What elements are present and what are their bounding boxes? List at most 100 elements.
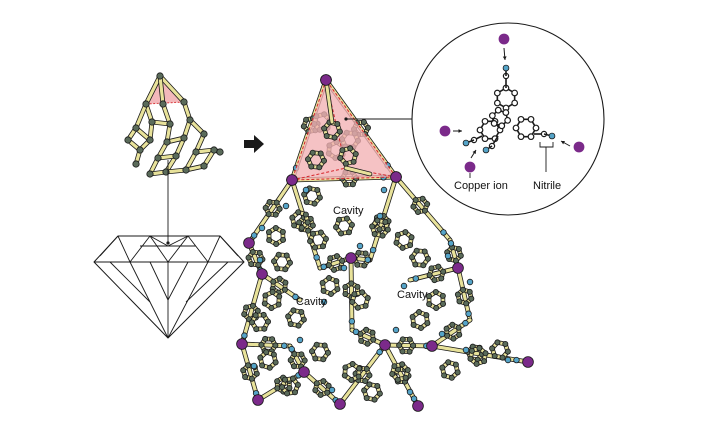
carbon-atom bbox=[343, 291, 348, 296]
carbon-atom bbox=[296, 210, 301, 215]
carbon-atom bbox=[457, 332, 462, 337]
carbon-atom bbox=[273, 360, 278, 365]
carbon-atom bbox=[350, 299, 355, 304]
carbon-atom bbox=[433, 289, 438, 294]
carbon-atom bbox=[505, 118, 511, 124]
carbon-atom bbox=[301, 317, 306, 322]
carbon-atom bbox=[411, 322, 416, 327]
carbon-atom bbox=[263, 205, 268, 210]
carbon-atom bbox=[446, 360, 451, 365]
lattice-atom bbox=[160, 101, 166, 107]
carbon-atom bbox=[432, 278, 437, 283]
carbon-atom bbox=[518, 134, 524, 140]
carbon-atom bbox=[292, 352, 297, 357]
carbon-atom bbox=[287, 260, 292, 265]
carbon-atom bbox=[279, 385, 284, 390]
nitrogen-atom bbox=[259, 225, 265, 231]
carbon-atom bbox=[283, 280, 288, 285]
carbon-atom bbox=[367, 382, 372, 387]
nitrogen-atom bbox=[407, 389, 413, 395]
carbon-atom bbox=[482, 359, 487, 364]
lattice-atom bbox=[137, 147, 143, 153]
lattice-atom bbox=[217, 149, 223, 155]
carbon-atom bbox=[356, 374, 361, 379]
carbon-atom bbox=[416, 309, 421, 314]
carbon-atom bbox=[286, 314, 291, 319]
carbon-atom bbox=[491, 121, 497, 127]
copper-atom bbox=[413, 401, 424, 412]
lattice-atom bbox=[193, 149, 199, 155]
nitrogen-atom bbox=[281, 343, 287, 349]
carbon-atom bbox=[303, 212, 308, 217]
carbon-atom bbox=[410, 314, 415, 319]
carbon-atom bbox=[364, 366, 369, 371]
nitrogen-atom bbox=[303, 187, 309, 193]
carbon-atom bbox=[456, 246, 461, 251]
copper-atom bbox=[453, 263, 464, 274]
carbon-atom bbox=[321, 288, 326, 293]
nitrogen-atom bbox=[445, 253, 451, 259]
carbon-atom bbox=[414, 248, 419, 253]
carbon-atom bbox=[355, 305, 360, 310]
carbon-atom bbox=[303, 117, 308, 122]
arrow-shape bbox=[244, 135, 264, 153]
carbon-atom bbox=[377, 227, 382, 232]
carbon-atom bbox=[372, 231, 377, 236]
carbon-atom bbox=[340, 258, 345, 263]
carbon-atom bbox=[337, 129, 342, 134]
carbon-atom bbox=[263, 293, 268, 298]
carbon-atom bbox=[262, 326, 267, 331]
carbon-atom bbox=[249, 376, 254, 381]
diamond-gem-icon bbox=[94, 236, 244, 338]
carbon-atom bbox=[420, 196, 425, 201]
carbon-atom bbox=[242, 312, 247, 317]
carbon-atom bbox=[370, 330, 375, 335]
carbon-atom bbox=[474, 361, 479, 366]
carbon-atom bbox=[246, 255, 251, 260]
carbon-atom bbox=[334, 254, 339, 259]
carbon-atom bbox=[357, 366, 362, 371]
carbon-atom bbox=[372, 397, 377, 402]
nitrogen-atom bbox=[466, 311, 472, 317]
nitrogen-atom bbox=[321, 264, 327, 270]
carbon-atom bbox=[365, 295, 370, 300]
carbon-atom bbox=[267, 199, 272, 204]
carbon-atom bbox=[310, 223, 315, 228]
carbon-atom bbox=[312, 245, 317, 250]
carbon-atom bbox=[314, 342, 319, 347]
carbon-atom bbox=[299, 225, 304, 230]
nitrile-atom bbox=[503, 65, 509, 71]
copper-atom bbox=[440, 126, 451, 137]
carbon-atom bbox=[400, 337, 405, 342]
carbon-atom bbox=[451, 336, 456, 341]
lattice-atom bbox=[149, 119, 155, 125]
carbon-atom bbox=[528, 117, 534, 123]
carbon-atom bbox=[291, 308, 296, 313]
carbon-atom bbox=[440, 293, 445, 298]
carbon-atom bbox=[397, 343, 402, 348]
carbon-atom bbox=[375, 383, 380, 388]
carbon-atom bbox=[362, 388, 367, 393]
copper-atom bbox=[465, 162, 476, 173]
cavity-label-top: Cavity bbox=[333, 205, 364, 217]
carbon-atom bbox=[441, 269, 446, 274]
carbon-atom bbox=[427, 302, 432, 307]
carbon-atom bbox=[335, 121, 340, 126]
nitrogen-atom bbox=[314, 255, 320, 261]
carbon-atom bbox=[425, 201, 430, 206]
carbon-atom bbox=[512, 90, 518, 96]
carbon-atom bbox=[313, 388, 318, 393]
carbon-atom bbox=[245, 363, 250, 368]
carbon-atom bbox=[333, 225, 338, 230]
cavity-label-right: Cavity bbox=[397, 289, 428, 301]
carbon-atom bbox=[440, 365, 445, 370]
carbon-atom bbox=[445, 333, 450, 338]
carbon-atom bbox=[415, 209, 420, 214]
carbon-atom bbox=[425, 256, 430, 261]
carbon-atom bbox=[436, 264, 441, 269]
carbon-atom bbox=[305, 220, 310, 225]
carbon-atom bbox=[250, 249, 255, 254]
carbon-atom bbox=[318, 151, 323, 156]
carbon-atom bbox=[326, 263, 331, 268]
